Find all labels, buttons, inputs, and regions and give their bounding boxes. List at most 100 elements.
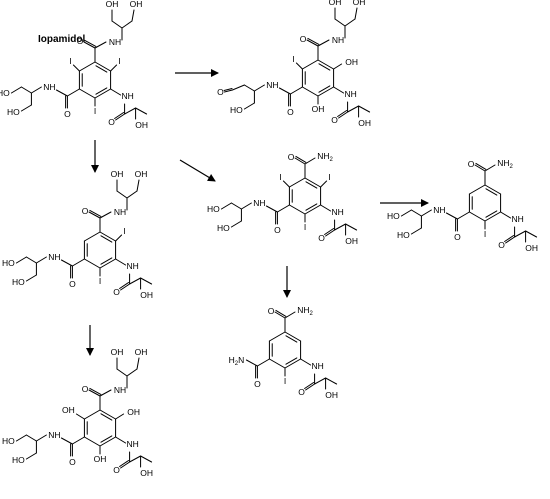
bond [300, 358, 312, 366]
bond [20, 86, 32, 94]
bond [78, 88, 96, 99]
bond [223, 88, 233, 92]
bond [289, 86, 303, 95]
atom-label: OH [130, 0, 143, 9]
bond [75, 413, 85, 420]
bond [324, 228, 335, 236]
atom-label: HO [2, 258, 15, 268]
bond [88, 211, 101, 219]
atom-label: NH2 [297, 305, 313, 317]
atom-label: I [94, 106, 96, 116]
atom-label: OH [135, 120, 148, 130]
bond [400, 209, 412, 217]
bond [99, 231, 117, 242]
bond [220, 202, 232, 210]
bond [268, 331, 286, 342]
bond [35, 256, 47, 264]
bond [89, 387, 102, 395]
bond [320, 204, 332, 212]
atom-label: O [274, 225, 281, 235]
bond [99, 389, 112, 397]
bond [304, 382, 315, 390]
atom-label: I [292, 54, 294, 64]
bond [110, 64, 118, 72]
atom-label: NH [253, 198, 265, 208]
atom-labels: O NH OH OH O NH HO HO NH O OH I I I O NH OH OH O NH OH O NH O OH… [0, 0, 538, 478]
atom-label: HO [7, 107, 20, 117]
atom-label: NH2 [497, 158, 513, 170]
atom-label: O [468, 159, 475, 169]
bond [84, 39, 97, 47]
bond [345, 223, 358, 231]
bond [94, 88, 112, 99]
bond [10, 86, 22, 94]
bond [129, 277, 142, 285]
bond [285, 335, 298, 343]
atom-label: NH [511, 214, 523, 224]
bond [354, 7, 358, 20]
atom-label: O [498, 240, 505, 250]
atom-label: NH [126, 439, 138, 449]
bond [83, 409, 101, 420]
bond [25, 452, 37, 460]
bond [120, 283, 131, 291]
bond [99, 436, 117, 447]
bond [66, 88, 80, 97]
atom-label: NH [311, 361, 323, 371]
bond [318, 85, 331, 93]
bond [445, 212, 458, 220]
bond-lines [10, 7, 538, 469]
bond [468, 184, 486, 195]
bond [25, 256, 37, 264]
bond [325, 229, 336, 237]
bond [114, 112, 125, 120]
bond [314, 377, 327, 385]
bond [230, 202, 242, 210]
atom-label: O [64, 109, 71, 119]
bond [333, 86, 345, 94]
bond [525, 230, 538, 238]
atom-label: NH [332, 35, 344, 45]
bond [119, 460, 130, 468]
bond [115, 234, 123, 242]
bond [265, 205, 278, 213]
bond [25, 274, 37, 282]
atom-label: I [304, 222, 306, 232]
bond [278, 87, 291, 95]
bond [305, 181, 318, 189]
bond [288, 204, 306, 215]
atom-label: NH [48, 252, 60, 262]
atom-label: OH [140, 290, 153, 300]
bond [245, 359, 258, 367]
bond [20, 104, 32, 112]
bond [320, 180, 328, 188]
atom-label: OH [135, 347, 148, 357]
bond [131, 9, 135, 22]
bond [285, 357, 298, 365]
bond [126, 368, 138, 377]
atom-label: I [279, 172, 281, 182]
bond [136, 179, 140, 192]
bond [140, 277, 153, 285]
bond [83, 436, 101, 447]
atom-label: I [99, 276, 101, 286]
bond [243, 102, 255, 110]
atom-label: OH [140, 468, 153, 478]
bond [344, 18, 356, 27]
atom-label: I [284, 376, 286, 386]
bond [347, 105, 360, 113]
bond [95, 65, 108, 73]
atom-label: OH [135, 169, 148, 179]
bond [99, 211, 112, 219]
bond [514, 230, 527, 238]
atom-label: OH [312, 104, 325, 114]
atom-label: O [454, 232, 461, 242]
bond [94, 41, 107, 49]
bond [288, 177, 306, 188]
bond [231, 84, 245, 91]
atom-label: O [268, 306, 275, 316]
atom-label: I [118, 56, 120, 66]
atom-label: NH [433, 205, 445, 215]
bond [124, 107, 137, 115]
atom-label: O [82, 206, 89, 216]
